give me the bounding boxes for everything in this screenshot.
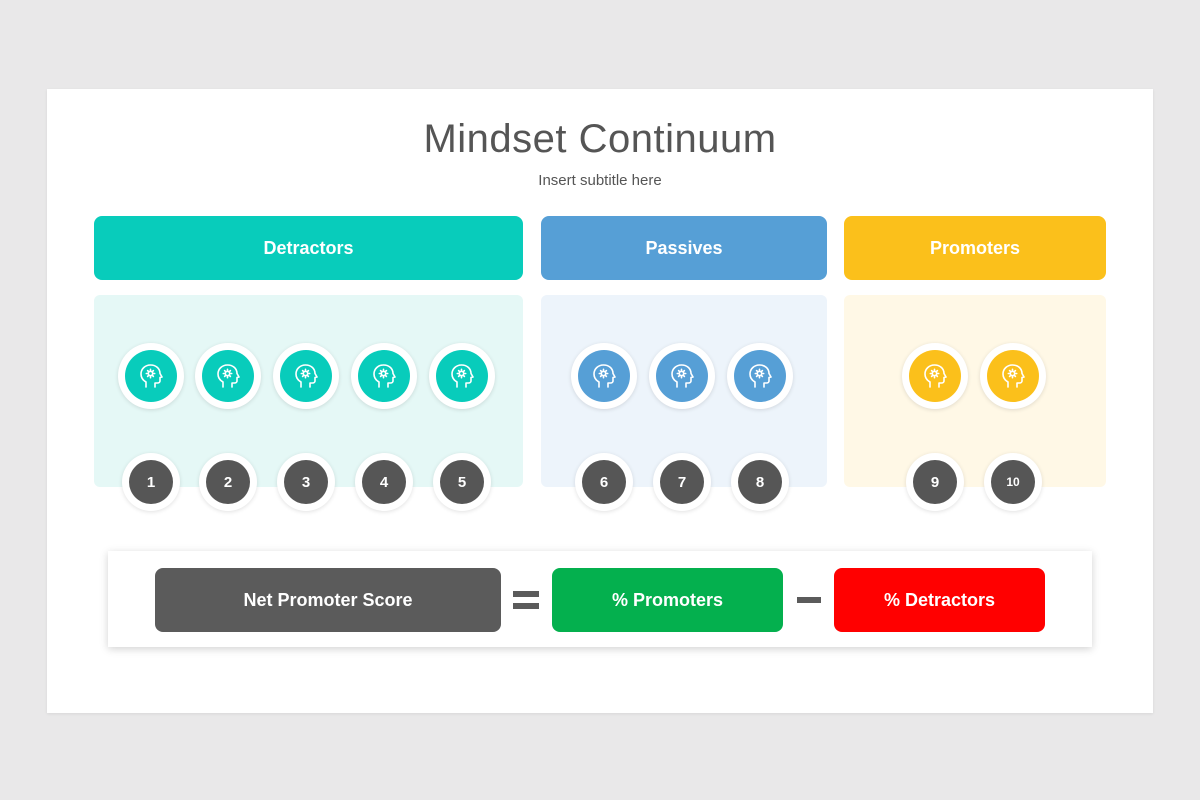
equals-icon xyxy=(506,568,546,632)
score-number: 6 xyxy=(582,460,626,504)
head-gear-icon xyxy=(727,343,793,409)
head-gear-icon xyxy=(273,343,339,409)
promoters-label: Promoters xyxy=(929,237,1021,258)
detractors-percent-label: % Detractors xyxy=(883,589,996,610)
net-promoter-score-label: Net Promoter Score xyxy=(243,589,413,610)
slide-subtitle: Insert subtitle here xyxy=(538,172,662,189)
promoters-panel xyxy=(844,295,1106,487)
score-circle: 1 xyxy=(122,453,180,511)
slide-title: Mindset Continuum xyxy=(423,117,777,161)
detractors-label: Detractors xyxy=(263,237,354,258)
detractors-header: Detractors xyxy=(94,216,523,280)
slide: Mindset Continuum Insert subtitle here D… xyxy=(47,89,1153,713)
score-circle: 3 xyxy=(277,453,335,511)
score-number: 8 xyxy=(738,460,782,504)
head-gear-icon xyxy=(980,343,1046,409)
score-circle: 8 xyxy=(731,453,789,511)
score-number: 9 xyxy=(913,460,957,504)
nps-formula: Net Promoter Score % Promoters % Detract… xyxy=(108,551,1092,647)
score-circle: 10 xyxy=(984,453,1042,511)
score-circle: 9 xyxy=(906,453,964,511)
head-gear-icon xyxy=(649,343,715,409)
net-promoter-score-box: Net Promoter Score xyxy=(155,568,501,632)
score-number: 1 xyxy=(129,460,173,504)
detractors-percent-box: % Detractors xyxy=(834,568,1045,632)
promoters-percent-box: % Promoters xyxy=(552,568,783,632)
score-circle: 2 xyxy=(199,453,257,511)
passives-label: Passives xyxy=(645,237,723,258)
head-gear-icon xyxy=(351,343,417,409)
promoters-percent-label: % Promoters xyxy=(611,589,724,610)
score-number: 3 xyxy=(284,460,328,504)
score-number: 7 xyxy=(660,460,704,504)
head-gear-icon xyxy=(195,343,261,409)
score-number: 5 xyxy=(440,460,484,504)
score-circle: 4 xyxy=(355,453,413,511)
minus-icon xyxy=(789,568,829,632)
score-number: 2 xyxy=(206,460,250,504)
head-gear-icon xyxy=(429,343,495,409)
score-circle: 7 xyxy=(653,453,711,511)
head-gear-icon xyxy=(571,343,637,409)
score-circle: 6 xyxy=(575,453,633,511)
head-gear-icon xyxy=(902,343,968,409)
score-number: 10 xyxy=(991,460,1035,504)
passives-header: Passives xyxy=(541,216,827,280)
head-gear-icon xyxy=(118,343,184,409)
score-circle: 5 xyxy=(433,453,491,511)
score-number: 4 xyxy=(362,460,406,504)
promoters-header: Promoters xyxy=(844,216,1106,280)
